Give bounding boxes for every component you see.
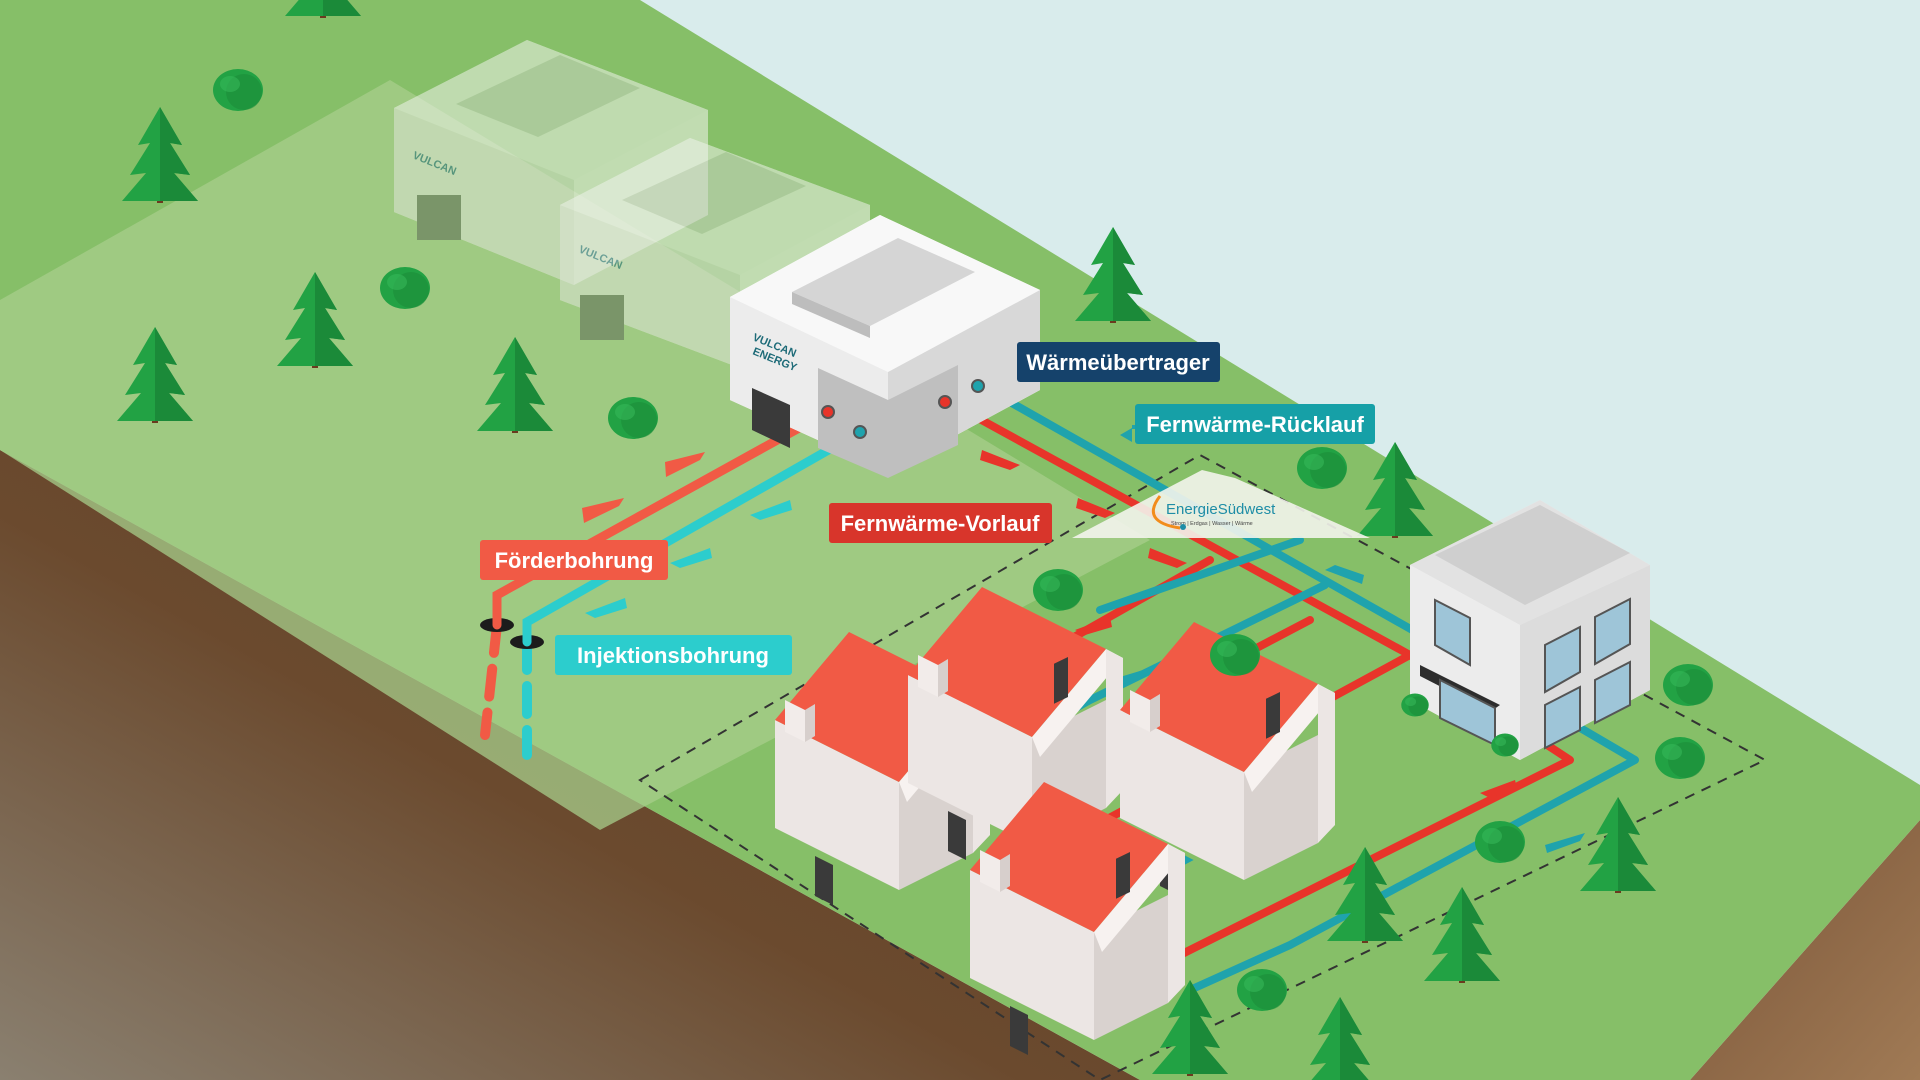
label-district-return-text: Fernwärme-Rücklauf: [1146, 412, 1364, 437]
injection-flow-arrows: [585, 500, 792, 618]
office-building: [1410, 500, 1650, 760]
production-flow-arrows: [582, 452, 705, 523]
energiesuedwest-logo: EnergieSüdwest Strom | Erdgas | Wasser |…: [1072, 470, 1370, 538]
label-heat-exchanger-text: Wärmeübertrager: [1026, 350, 1210, 375]
production-pipe: [492, 407, 833, 630]
injection-pipe: [522, 427, 865, 647]
utility-logo-tagline: Strom | Erdgas | Wasser | Wärme: [1171, 521, 1253, 527]
label-production-well: Förderbohrung: [480, 540, 668, 580]
heat-exchanger-plant: VULCAN ENERGY: [730, 215, 1040, 478]
utility-logo-text: EnergieSüdwest: [1166, 501, 1276, 518]
label-heat-exchanger: Wärmeübertrager: [1017, 342, 1220, 382]
label-district-supply: Fernwärme-Vorlauf: [829, 503, 1052, 543]
label-injection-well: Injektionsbohrung: [555, 635, 792, 675]
label-injection-well-text: Injektionsbohrung: [577, 643, 769, 668]
label-production-well-text: Förderbohrung: [495, 548, 654, 573]
supply-flow-arrows: [980, 450, 1517, 798]
label-district-supply-text: Fernwärme-Vorlauf: [841, 511, 1041, 536]
label-district-return: Fernwärme-Rücklauf: [1120, 404, 1375, 444]
